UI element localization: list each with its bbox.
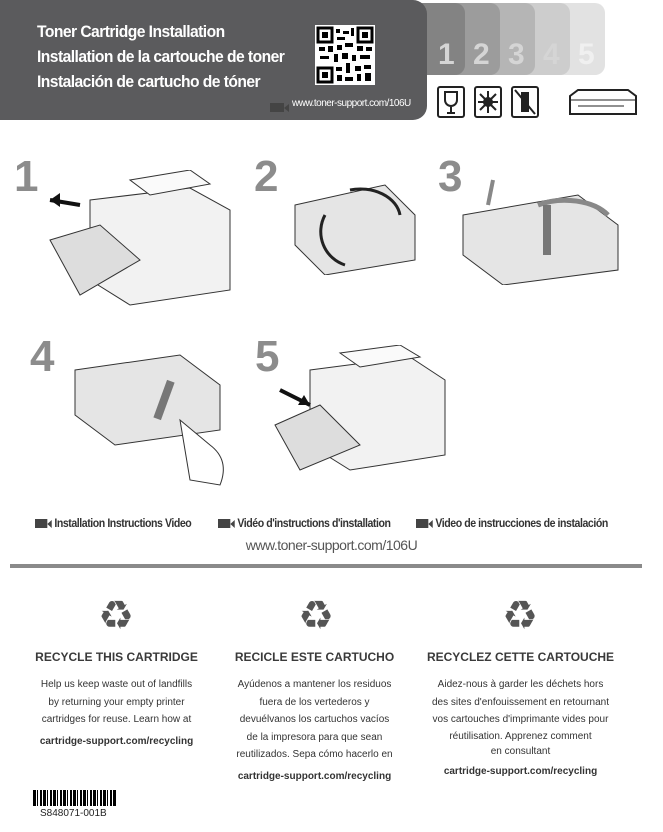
light-sensitive-icon [474, 86, 502, 118]
video-label-fr[interactable]: Vidéo d'instructions d'installation [218, 516, 391, 530]
tab-number-5: 5 [578, 38, 595, 71]
barcode-number: S848071-001B [40, 808, 107, 819]
recycle-text: devuélvanos los cartuchos vacíos [239, 714, 390, 725]
recycle-text: Help us keep waste out of landfills [40, 679, 193, 690]
recycle-link: cartridge-support.com/recycling [443, 765, 598, 777]
step-2-illustration [294, 184, 416, 275]
recycle-text: réutilisation. Apprenez comment [449, 730, 592, 742]
recycle-icon: ♻ [98, 594, 134, 638]
video-url[interactable]: www.toner-support.com/106U [245, 537, 418, 553]
step-1-illustration [49, 170, 231, 306]
step-number-2: 2 [254, 152, 279, 201]
no-tilt-icon [511, 86, 539, 118]
recycle-heading: RECYCLE THIS CARTRIDGE [35, 650, 198, 664]
recycle-text: cartridges for reuse. Learn how at [41, 714, 192, 725]
video-label-es[interactable]: Video de instrucciones de instalación [416, 516, 608, 530]
tab-number-3: 3 [508, 38, 525, 71]
recycle-section-fr: RECYCLEZ CETTE CARTOUCHE Aidez-nous à ga… [418, 650, 623, 780]
barcode [33, 790, 117, 806]
step-number-3: 3 [438, 152, 463, 201]
video-camera-icon [218, 519, 235, 529]
step-3-illustration [462, 179, 619, 285]
divider [10, 564, 642, 568]
header-video-url[interactable]: www.toner-support.com/106U [292, 98, 411, 109]
video-label-en-text: Installation Instructions Video [54, 516, 192, 530]
recycle-text: Ayúdenos a mantener los residuos [237, 679, 392, 690]
recycle-link[interactable]: cartridge-support.com/recycling [39, 735, 194, 747]
title-fr: Installation de la cartouche de toner [37, 47, 285, 66]
recycle-text: Aidez-nous à garder les déchets hors [437, 679, 604, 690]
fragile-icon [437, 86, 465, 118]
recycle-heading: RECICLE ESTE CARTUCHO [234, 650, 395, 664]
recycle-heading: RECYCLEZ CETTE CARTOUCHE [426, 650, 615, 664]
recycle-section-en: RECYCLE THIS CARTRIDGE Help us keep wast… [14, 650, 219, 750]
step-number-1: 1 [14, 152, 39, 201]
recycle-icon: ♻ [502, 594, 538, 638]
recycle-text: de la impresora para que sean [246, 731, 383, 743]
qr-code[interactable] [315, 25, 375, 85]
recycle-section-es: RECICLE ESTE CARTUCHO Ayúdenos a mantene… [212, 650, 417, 785]
step-5-illustration [274, 345, 446, 471]
recycle-text: vos cartouches d'imprimante vides pour [432, 714, 609, 725]
recycle-icon: ♻ [298, 594, 334, 638]
qr-code-icon [316, 26, 374, 84]
step-number-4: 4 [30, 332, 55, 381]
step-number-5: 5 [255, 332, 280, 381]
recycle-text: fuera de los vertederos y [259, 696, 370, 708]
recycle-text: reutilizados. Sepa cómo hacerlo en [236, 749, 393, 760]
cartridge-icon [566, 88, 640, 123]
video-label-es-text: Video de instrucciones de instalación [435, 516, 608, 530]
video-camera-icon [416, 519, 433, 529]
step-4-illustration [74, 354, 224, 486]
recycle-text: by returning your empty printer [48, 696, 185, 708]
tab-number-4: 4 [543, 38, 560, 71]
tab-number-1: 1 [438, 38, 455, 71]
recycle-link[interactable]: cartridge-support.com/recycling [237, 770, 392, 782]
title-es: Instalación de cartucho de tóner [37, 72, 261, 91]
recycle-text: des sites d'enfouissement en retournant [431, 696, 610, 708]
video-label-fr-text: Vidéo d'instructions d'installation [237, 516, 391, 530]
video-camera-icon [270, 99, 292, 117]
recycle-text: en consultant [490, 745, 551, 757]
video-camera-icon [35, 519, 52, 529]
tab-number-2: 2 [473, 38, 490, 71]
video-label-en[interactable]: Installation Instructions Video [35, 516, 192, 530]
title-en: Toner Cartridge Installation [37, 22, 225, 41]
